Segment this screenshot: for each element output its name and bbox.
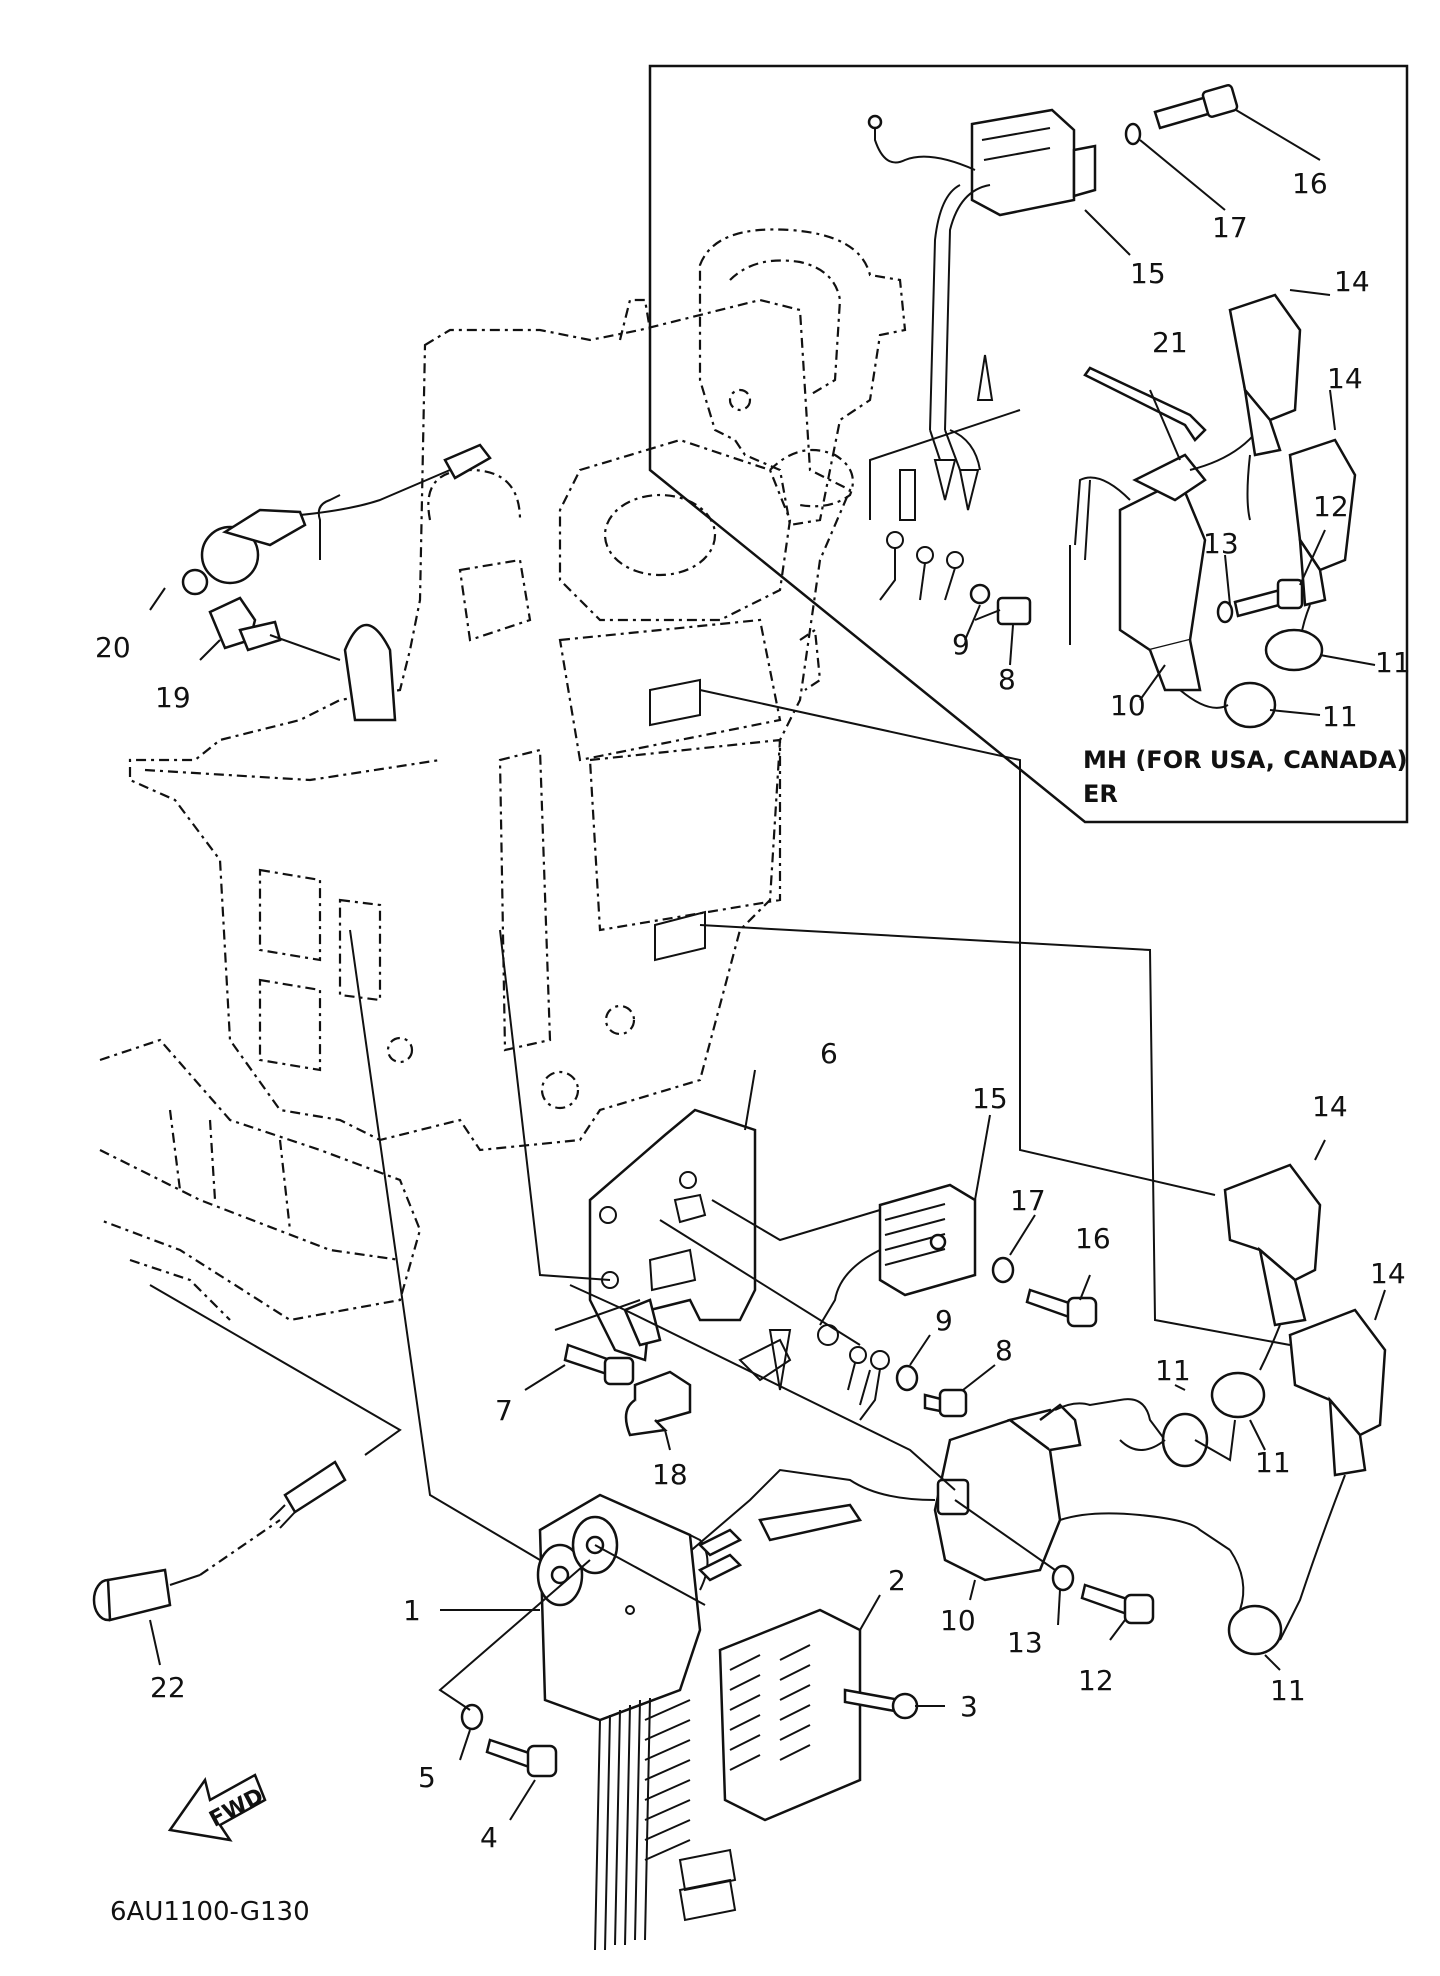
callout-4: 4 [480,1821,498,1854]
bolt-8-washer-9 [895,1364,968,1418]
bolt-7 [563,1343,635,1386]
inset-leaders [869,109,1376,716]
callout-11c: 11 [1270,1674,1306,1707]
callout-16-inset: 16 [1292,167,1328,200]
callout-12-inset: 12 [1313,490,1349,523]
callout-13: 13 [1007,1626,1043,1659]
lower-casing [99,1038,422,1322]
callout-17: 17 [1010,1184,1046,1217]
part-code: 6AU1100-G130 [110,1897,310,1927]
bolt-12-washer-13 [1051,1564,1155,1625]
inset-note-line1: MH (FOR USA, CANADA) [1083,746,1408,774]
callout-17-inset: 17 [1212,211,1248,244]
callout-16: 16 [1075,1222,1111,1255]
callout-21-inset: 21 [1152,326,1188,359]
engine-spark-plugs [649,678,706,962]
bolt-16-washer-17 [991,1256,1098,1328]
callout-1: 1 [403,1594,421,1627]
bolt-4-washer-5 [460,1703,558,1778]
callout-11-inset-b: 11 [1322,700,1358,733]
callout-18: 18 [652,1458,688,1491]
callout-19: 19 [155,681,191,714]
thermo-sender [181,443,492,722]
callout-3: 3 [960,1690,978,1723]
callout-2: 2 [888,1564,906,1597]
engine-block [128,298,852,1152]
callout-5: 5 [418,1761,436,1794]
bracket-plate [588,1108,757,1362]
grommets [1119,1371,1283,1656]
callout-13-inset: 13 [1203,527,1239,560]
callout-10: 10 [940,1604,976,1637]
callout-10-inset: 10 [1110,689,1146,722]
inset-plug-caps [1179,293,1357,729]
inset-bolt-16 [1124,84,1239,146]
inset-rectifier [867,108,1097,431]
inset-bolt-12 [1216,578,1304,624]
main-leaders [149,689,1291,1711]
heat-sink [718,1608,862,1822]
terminals [738,1324,890,1421]
callout-leaders [149,587,1386,1821]
callout-14b: 14 [1370,1257,1406,1290]
inset-cable-tie [1083,366,1207,442]
callout-22: 22 [150,1671,186,1704]
callout-12: 12 [1078,1664,1114,1697]
callout-8: 8 [995,1334,1013,1367]
screw-3 [843,1688,919,1720]
callout-11b: 11 [1255,1446,1291,1479]
callout-14a: 14 [1312,1090,1348,1123]
callout-8-inset: 8 [998,663,1016,696]
callout-11-inset-a: 11 [1375,646,1411,679]
inset-engine-bracket [698,228,907,527]
callout-6: 6 [820,1037,838,1070]
callout-7: 7 [495,1394,513,1427]
callout-20: 20 [95,631,131,664]
fwd-arrow: FWD [167,1773,268,1842]
callout-9-inset: 9 [952,628,970,661]
callout-11a: 11 [1155,1354,1191,1387]
inset-ignition-coil [1074,349,1281,692]
callout-15-inset: 15 [1130,257,1166,290]
ignition-coil [659,1398,1231,1621]
sensor-22 [92,1460,347,1622]
callout-9: 9 [935,1304,953,1337]
cdi-unit [536,1493,743,1951]
callout-14-inset-a: 14 [1334,265,1370,298]
clip-18 [624,1370,692,1437]
plug-caps [1223,1163,1387,1641]
callout-14-inset-b: 14 [1327,362,1363,395]
callout-15: 15 [972,1082,1008,1115]
rectifier [819,1183,977,1326]
inset-frame [648,64,1409,824]
inset-bolt-8 [974,596,1032,626]
inset-wire-ends [879,354,994,605]
inset-note-line2: ER [1083,780,1118,808]
